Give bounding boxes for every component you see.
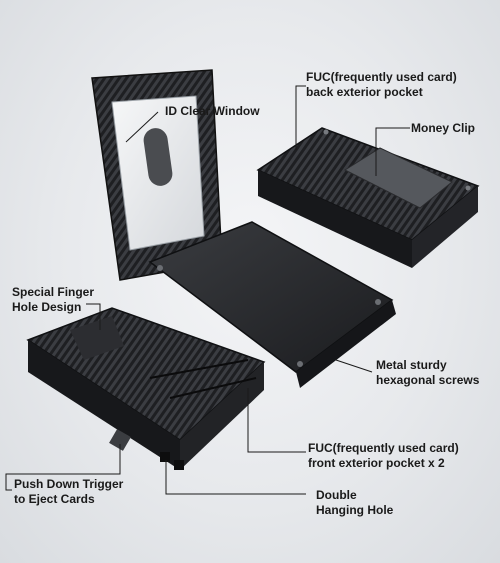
callout-line: Push Down Trigger (14, 477, 124, 491)
callout-line: Double (316, 488, 357, 502)
screw (297, 361, 303, 367)
finger-hole (70, 316, 124, 360)
callout-line: to Eject Cards (14, 492, 95, 506)
leader-screws (335, 359, 373, 373)
callout-line: Money Clip (411, 121, 476, 135)
leader-lines (5, 85, 410, 495)
callout-line: FUC(frequently used card) (306, 70, 457, 84)
callout-line: Hole Design (12, 300, 82, 314)
front-pocket-edge (169, 377, 257, 399)
callout-line: back exterior pocket (306, 85, 423, 99)
leader-push-trigger (5, 444, 121, 491)
screw (375, 299, 381, 305)
front-wallet-view (26, 307, 266, 470)
callout-id-window: ID Clear Window (165, 104, 260, 119)
callout-line: Metal sturdy (376, 358, 447, 372)
leader-fuc-back (295, 85, 306, 150)
hanging-hole (174, 460, 184, 470)
screw (157, 265, 163, 271)
leader-hanging-hole (165, 460, 306, 495)
leader-finger-hole (86, 303, 101, 330)
open-wallet-metal-plate (148, 221, 396, 388)
id-window-finger-cutout (143, 128, 173, 186)
callout-metal-screws: Metal sturdy hexagonal screws (376, 358, 479, 388)
callout-hanging-hole: Double Hanging Hole (316, 488, 393, 518)
id-window-flap (91, 69, 223, 281)
callout-line: Hanging Hole (316, 503, 394, 517)
callout-line: front exterior pocket x 2 (308, 456, 445, 470)
screw (465, 185, 471, 191)
leader-id-window (125, 111, 159, 143)
back-wallet-view (256, 127, 480, 268)
callout-push-trigger: Push Down Trigger to Eject Cards (14, 477, 123, 507)
front-pocket-edge (149, 359, 249, 379)
leader-fuc-front (247, 388, 306, 453)
callout-finger-hole: Special Finger Hole Design (12, 285, 94, 315)
money-clip (343, 147, 453, 209)
callout-fuc-front: FUC(frequently used card) front exterior… (308, 441, 459, 471)
callout-line: ID Clear Window (165, 104, 260, 118)
callout-line: FUC(frequently used card) (308, 441, 459, 455)
callout-line: hexagonal screws (376, 373, 480, 387)
callout-line: Special Finger (12, 285, 95, 299)
push-trigger (109, 429, 131, 451)
callout-fuc-back: FUC(frequently used card) back exterior … (306, 70, 457, 100)
leader-money-clip (375, 127, 410, 176)
screw (323, 129, 329, 135)
hanging-hole (160, 452, 170, 462)
callout-money-clip: Money Clip (411, 121, 475, 136)
